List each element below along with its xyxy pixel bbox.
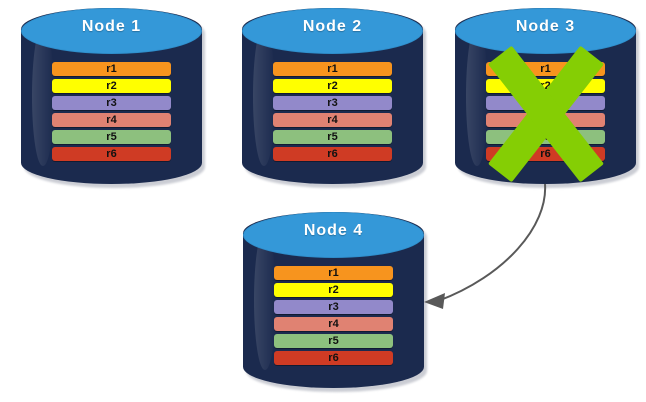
- row-stack-3: r1 r2 r3 r4 r5 r6: [485, 62, 606, 161]
- row-r6[interactable]: r6: [272, 147, 393, 161]
- row-stack-2: r1 r2 r3 r4 r5 r6: [272, 62, 393, 161]
- connector-arrowhead: [424, 293, 445, 309]
- row-stack-1: r1 r2 r3 r4 r5 r6: [51, 62, 172, 161]
- node-cylinder-2[interactable]: Node 2 r1 r2 r3 r4 r5 r6: [242, 8, 426, 188]
- row-r5[interactable]: r5: [272, 130, 393, 144]
- row-r4[interactable]: r4: [272, 113, 393, 127]
- row-r1[interactable]: r1: [272, 62, 393, 76]
- row-r1[interactable]: r1: [51, 62, 172, 76]
- row-r3[interactable]: r3: [272, 96, 393, 110]
- node-cylinder-3[interactable]: Node 3 r1 r2 r3 r4 r5 r6: [455, 8, 639, 188]
- row-r1[interactable]: r1: [273, 266, 394, 280]
- row-stack-4: r1 r2 r3 r4 r5 r6: [273, 266, 394, 365]
- row-r5[interactable]: r5: [485, 130, 606, 144]
- node-label-1: Node 1: [81, 18, 142, 35]
- row-r5[interactable]: r5: [273, 334, 394, 348]
- row-r3[interactable]: r3: [51, 96, 172, 110]
- row-r6[interactable]: r6: [485, 147, 606, 161]
- row-r6[interactable]: r6: [273, 351, 394, 365]
- row-r3[interactable]: r3: [485, 96, 606, 110]
- connector-path: [437, 183, 547, 302]
- cylinder-top-ellipse: [242, 8, 423, 54]
- node-label-3: Node 3: [515, 18, 576, 35]
- row-r5[interactable]: r5: [51, 130, 172, 144]
- node-label-2: Node 2: [302, 18, 363, 35]
- node-cylinder-4[interactable]: Node 4 r1 r2 r3 r4 r5 r6: [243, 212, 427, 392]
- row-r2[interactable]: r2: [51, 79, 172, 93]
- row-r6[interactable]: r6: [51, 147, 172, 161]
- row-r1[interactable]: r1: [485, 62, 606, 76]
- cylinder-top-ellipse: [21, 8, 202, 54]
- row-r4[interactable]: r4: [485, 113, 606, 127]
- row-r4[interactable]: r4: [51, 113, 172, 127]
- row-r4[interactable]: r4: [273, 317, 394, 331]
- row-r2[interactable]: r2: [485, 79, 606, 93]
- node-label-4: Node 4: [303, 222, 364, 239]
- node-cylinder-1[interactable]: Node 1 r1 r2 r3 r4 r5 r6: [21, 8, 205, 188]
- cylinder-top-ellipse: [243, 212, 424, 258]
- row-r2[interactable]: r2: [272, 79, 393, 93]
- row-r3[interactable]: r3: [273, 300, 394, 314]
- row-r2[interactable]: r2: [273, 283, 394, 297]
